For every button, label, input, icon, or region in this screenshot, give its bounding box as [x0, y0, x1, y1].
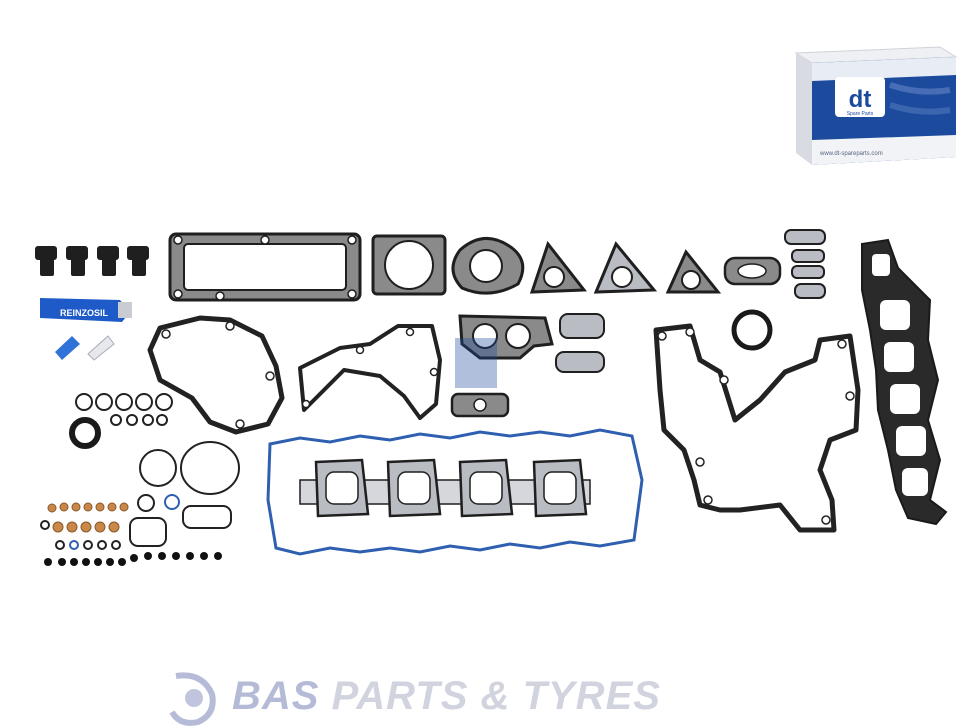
square-gasket [371, 234, 447, 296]
washer-set [40, 502, 222, 566]
turbo-gasket-triangle [665, 249, 722, 294]
box-brand-sub: Spare Parts [847, 111, 874, 117]
o-ring-set-small [75, 393, 173, 426]
box-url: www.dt-spareparts.com [819, 151, 883, 157]
water-pump-gasket [147, 315, 285, 435]
pump-gasket [451, 237, 525, 295]
metal-gasket-small [555, 313, 605, 373]
bolt [97, 246, 119, 276]
valve-cover-gasket [266, 428, 644, 556]
bolt [66, 246, 88, 276]
bolt [127, 246, 149, 276]
turbo-gasket-triangle [529, 240, 587, 294]
bolt-set [35, 246, 149, 276]
front-cover-gasket [298, 324, 442, 420]
egr-gasket [455, 314, 554, 388]
o-ring-set-large [129, 441, 240, 547]
box-brand-mark: dt [849, 86, 872, 113]
oil-cooler-gasket [168, 232, 362, 302]
shaft-seal [69, 417, 101, 449]
sealant-label: REINZOSIL [60, 308, 109, 318]
sealant-tube: REINZOSIL [40, 298, 132, 322]
watermark: BAS PARTS & TYRES [160, 668, 840, 728]
intake-manifold-gasket [861, 238, 948, 526]
nozzle-clear [87, 335, 115, 361]
turbo-gasket-triangle [593, 241, 658, 294]
product-box: dt Spare Parts www.dt-spareparts.com [790, 45, 960, 175]
flange-gasket [723, 256, 782, 286]
watermark-brand: BAS [232, 674, 320, 718]
exhaust-manifold-gasket [299, 458, 591, 518]
nozzle-blue [55, 336, 80, 360]
small-gasket [450, 392, 510, 418]
timing-cover-gasket [653, 323, 861, 533]
bolt [35, 246, 57, 276]
flange-gasket-stack [784, 229, 826, 299]
watermark-logo-icon [169, 672, 216, 726]
watermark-tagline: PARTS & TYRES [331, 674, 661, 718]
shaft-seal [731, 309, 773, 351]
